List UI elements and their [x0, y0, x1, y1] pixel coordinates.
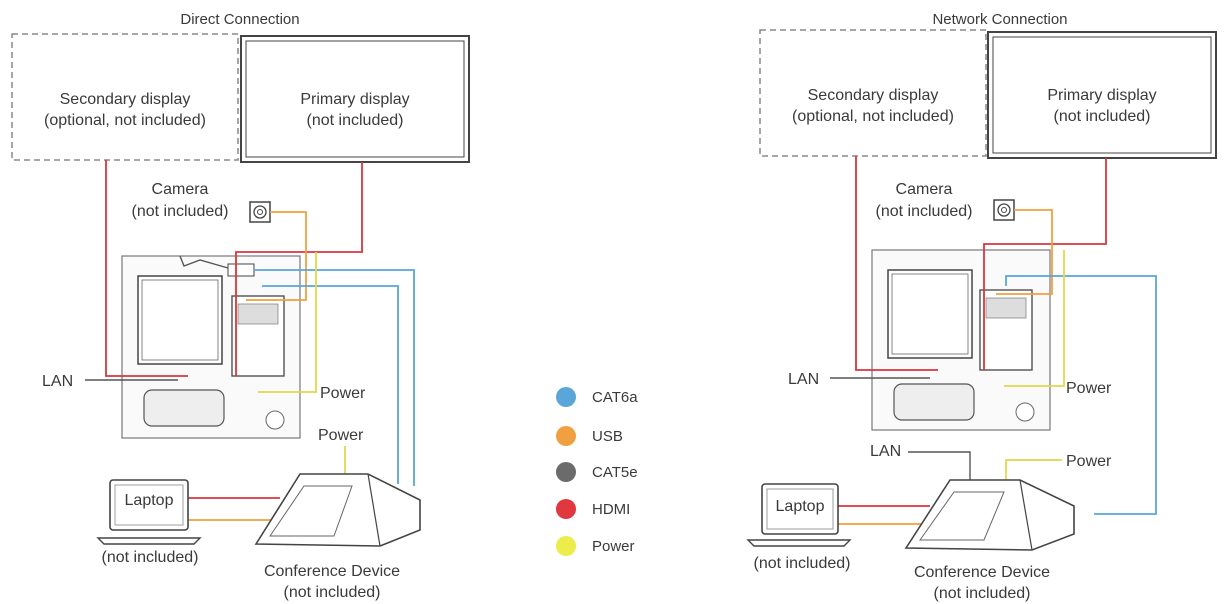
direct-primary-display-note: (not included): [307, 112, 404, 129]
direct-lan-label: LAN: [42, 373, 73, 390]
direct-camera-label: Camera: [152, 181, 209, 198]
direct-cat6a-cables: [254, 269, 415, 486]
network-cat6a-cables: [1005, 275, 1157, 515]
network-conference-device-note: (not included): [934, 585, 1031, 602]
direct-power-top-label: Power: [320, 385, 366, 402]
direct-usb-cables: [188, 211, 307, 521]
network-lan-top-label: LAN: [788, 371, 819, 388]
legend-label-power: Power: [592, 538, 635, 555]
legend-swatch-usb: [556, 426, 576, 446]
direct-camera-note: (not included): [132, 203, 229, 220]
network-power-top-label: Power: [1066, 380, 1112, 397]
direct-primary-display: [240, 35, 470, 163]
direct-secondary-display-note: (optional, not included): [44, 112, 206, 129]
direct-laptop-label: Laptop: [125, 492, 174, 509]
network-lan-cables: [830, 377, 971, 484]
direct-laptop-note: (not included): [102, 549, 199, 566]
network-conference-device-label: Conference Device: [914, 564, 1050, 581]
direct-title: Direct Connection: [180, 11, 299, 28]
network-hdmi-cables: [836, 156, 1107, 507]
network-conference-device-icon: [904, 479, 1075, 551]
network-usb-cables: [836, 209, 1053, 525]
direct-power-cables: [258, 252, 346, 474]
network-laptop-note: (not included): [754, 555, 851, 572]
network-camera-icon: [993, 199, 1015, 221]
direct-secondary-display-label: Secondary display: [60, 91, 191, 108]
legend-label-usb: USB: [592, 428, 623, 445]
network-lan-bottom-label: LAN: [870, 443, 901, 460]
direct-conference-device-note: (not included): [284, 584, 381, 601]
network-secondary-display: [759, 29, 987, 157]
network-secondary-display-note: (optional, not included): [792, 108, 954, 125]
legend-swatch-cat6a: [556, 387, 576, 407]
legend-swatch-power: [556, 536, 576, 556]
network-connection-diagram: Network Connection Secondary display (op…: [746, 11, 1217, 602]
network-secondary-display-label: Secondary display: [808, 87, 939, 104]
direct-lan-cable: [85, 255, 229, 381]
direct-laptop-icon: [96, 479, 202, 545]
direct-mounting-plate: [121, 255, 301, 439]
legend-label-cat5e: CAT5e: [592, 464, 638, 481]
network-camera-note: (not included): [876, 203, 973, 220]
network-primary-display: [987, 31, 1217, 159]
legend-label-cat6a: CAT6a: [592, 389, 638, 406]
cable-legend: CAT6a USB CAT5e HDMI Power: [556, 387, 638, 556]
network-power-bottom-label: Power: [1066, 453, 1112, 470]
direct-camera-icon: [249, 201, 271, 223]
direct-secondary-display: [11, 33, 239, 161]
direct-connection-diagram: Direct Connection Secondary display (opt…: [11, 11, 470, 601]
network-laptop-icon: [746, 483, 852, 547]
direct-primary-display-label: Primary display: [300, 91, 409, 108]
direct-power-bottom-label: Power: [318, 427, 364, 444]
network-title: Network Connection: [932, 11, 1067, 28]
network-primary-display-label: Primary display: [1047, 87, 1156, 104]
legend-label-hdmi: HDMI: [592, 501, 630, 518]
direct-hdmi-cables: [105, 160, 363, 499]
network-camera-label: Camera: [896, 181, 953, 198]
network-primary-display-note: (not included): [1054, 108, 1151, 125]
legend-swatch-cat5e: [556, 462, 576, 482]
network-power-cables: [1004, 250, 1065, 482]
direct-conference-device-label: Conference Device: [264, 563, 400, 580]
legend-swatch-hdmi: [556, 499, 576, 519]
direct-conference-device-icon: [254, 473, 421, 547]
network-laptop-label: Laptop: [776, 498, 825, 515]
network-mounting-plate: [871, 249, 1051, 431]
